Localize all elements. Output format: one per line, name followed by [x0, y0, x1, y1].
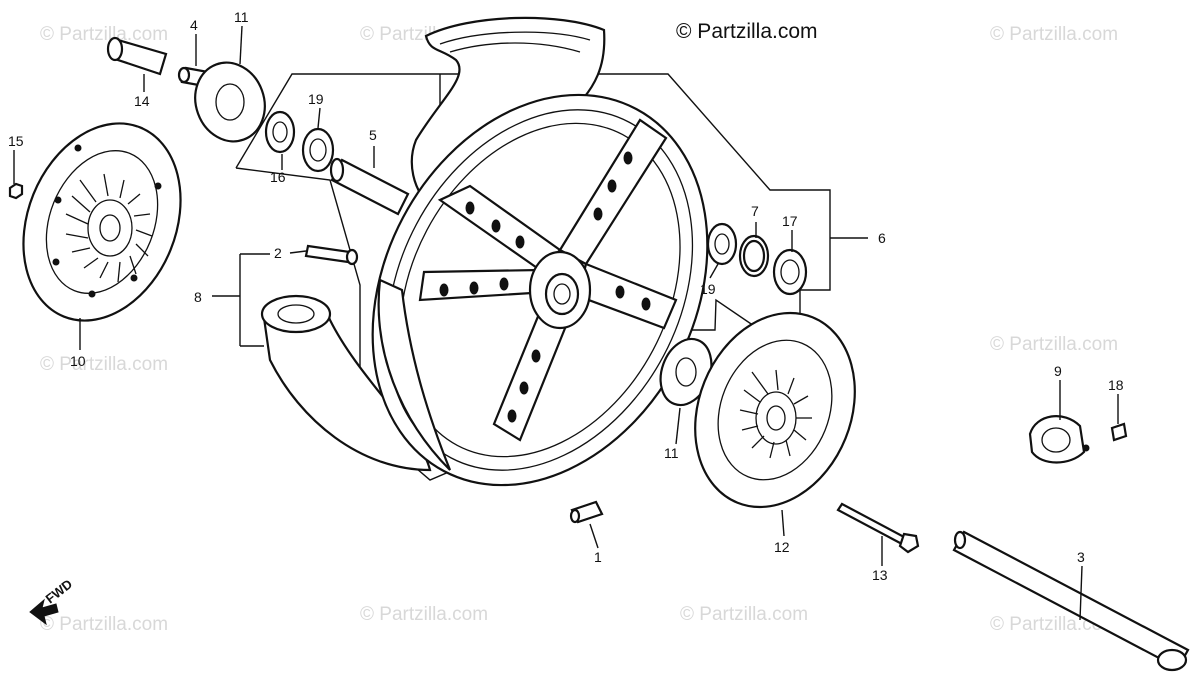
oil-seal-17: [772, 248, 808, 296]
screw-18: [1110, 422, 1128, 442]
watermark: © Partzilla.com: [680, 604, 808, 625]
speedometer-gearbox-9: [1028, 415, 1090, 464]
watermark-layer: © Partzilla.com © Partzilla.com © Partzi…: [40, 24, 1118, 635]
nut-1: [569, 500, 604, 524]
callout-6: 6: [878, 230, 886, 246]
axle-3: [952, 530, 1190, 672]
bearing-19-upper: [301, 127, 335, 173]
callout-1: 1: [594, 549, 602, 565]
nut-15: [8, 182, 24, 200]
callout-14: 14: [134, 93, 150, 109]
callout-17: 17: [782, 213, 798, 229]
bearing-19-lower: [706, 222, 738, 266]
callout-11-lower: 11: [664, 445, 679, 461]
watermark: © Partzilla.com: [990, 24, 1118, 45]
forward-arrow-icon: [29, 598, 59, 626]
plate-11-upper: [194, 61, 266, 143]
callout-11-upper: 11: [234, 9, 249, 25]
callout-8: 8: [194, 289, 202, 305]
watermark: © Partzilla.com: [40, 354, 168, 375]
callout-4: 4: [190, 17, 198, 33]
callout-5: 5: [369, 127, 377, 143]
circlip-7: [738, 234, 770, 278]
leader-lines: [13, 25, 1119, 621]
wheel-spokes: [418, 118, 678, 442]
bolt-13: [836, 502, 920, 554]
watermark: © Partzilla.com: [40, 24, 168, 45]
watermark: © Partzilla.com: [360, 604, 488, 625]
fwd-label: FWD: [43, 576, 76, 606]
callout-16: 16: [270, 169, 286, 185]
callout-7: 7: [751, 203, 759, 219]
callout-15: 15: [8, 133, 24, 149]
callout-numbers: 15 14 4 11 19 16 5 2 8 10 7 17 19 6 11 1…: [8, 9, 1124, 583]
spacer-5: [329, 157, 410, 216]
oil-seal-16: [264, 110, 296, 154]
callout-19-lower: 19: [700, 281, 716, 297]
callout-12: 12: [774, 539, 790, 555]
sleeve-14: [106, 36, 168, 76]
brake-disc-right: [694, 311, 856, 509]
callout-2: 2: [274, 245, 282, 261]
callout-9: 9: [1054, 363, 1062, 379]
valve-2: [304, 244, 359, 266]
watermark: © Partzilla.com: [40, 614, 168, 635]
brake-disc-left: [22, 122, 182, 322]
callout-18: 18: [1108, 377, 1124, 393]
copyright-notice: © Partzilla.com: [676, 20, 818, 43]
watermark: © Partzilla.com: [990, 334, 1118, 355]
callout-3: 3: [1077, 549, 1085, 565]
callout-19-upper: 19: [308, 91, 324, 107]
callout-13: 13: [872, 567, 888, 583]
callout-10: 10: [70, 353, 86, 369]
